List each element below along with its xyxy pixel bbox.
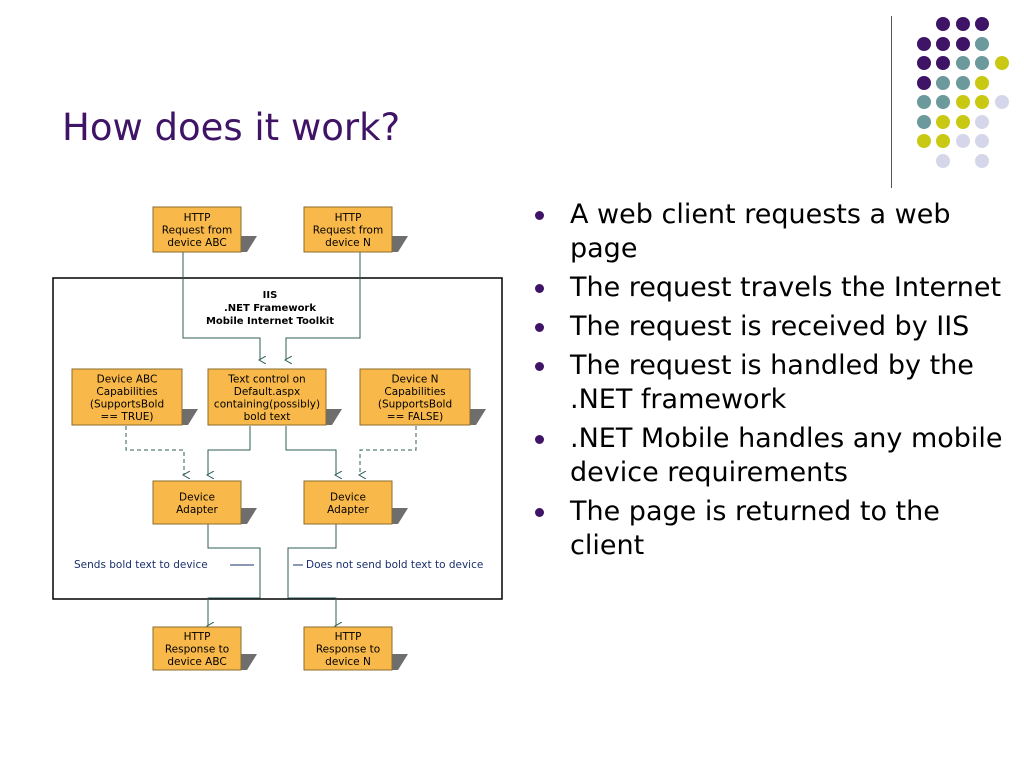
bullet-item: The request is received by IIS <box>530 310 1010 344</box>
bullet-item: The request is handled by the .NET frame… <box>530 349 1010 417</box>
decorative-dot <box>916 56 931 70</box>
text-control-box-text: Default.aspx <box>234 386 301 398</box>
device-adapter-right-box-text: Adapter <box>327 504 369 516</box>
bullet-dot-icon <box>535 435 544 444</box>
request-n-box-text: HTTP <box>335 212 362 224</box>
decorative-dot <box>916 75 931 90</box>
decorative-dot <box>955 134 970 148</box>
decorative-dot <box>975 36 989 51</box>
decorative-dot <box>936 153 950 168</box>
bullet-text: A web client requests a web page <box>570 199 951 264</box>
decorative-dot <box>936 114 950 129</box>
decorative-dot <box>994 95 1009 109</box>
decorative-dot <box>975 153 989 168</box>
iis-label-line-1: IIS <box>263 290 278 301</box>
decorative-dot <box>975 17 989 31</box>
request-n-box-text: Request from <box>313 225 383 237</box>
device-abc-capabilities-box-text: Capabilities <box>96 386 157 398</box>
bullet-dot-icon <box>535 323 544 332</box>
decorative-dot <box>916 134 931 148</box>
decorative-dot <box>916 114 931 129</box>
response-abc-box-text: HTTP <box>184 631 211 643</box>
bullet-text: The request is handled by the .NET frame… <box>570 350 974 415</box>
decorative-dot <box>975 114 989 129</box>
response-n-box-text: Response to <box>316 644 380 656</box>
decorative-dot <box>936 75 950 90</box>
response-abc-box-text: device ABC <box>167 656 226 668</box>
not-sends-bold-label: Does not send bold text to device <box>306 559 483 571</box>
bullet-item: The page is returned to the client <box>530 495 1010 563</box>
bullet-dot-icon <box>535 211 544 220</box>
decorative-dot <box>936 17 950 31</box>
device-n-capabilities-box-text: == FALSE) <box>387 411 443 423</box>
device-adapter-left-box-text: Adapter <box>176 504 218 516</box>
decorative-dot <box>936 36 950 51</box>
device-n-capabilities-box-text: (SupportsBold <box>378 398 452 410</box>
decorative-dot <box>916 95 931 109</box>
iis-label-line-2: .NET Framework <box>224 303 316 314</box>
device-n-capabilities-box-text: Capabilities <box>384 386 445 398</box>
response-n-box-text: device N <box>325 656 371 668</box>
decorative-dot-grid <box>900 10 1020 170</box>
response-abc-box-text: Response to <box>165 644 229 656</box>
bullet-item: A web client requests a web page <box>530 198 1010 266</box>
device-abc-capabilities-box-text: == TRUE) <box>100 411 153 423</box>
decorative-dot <box>975 95 989 109</box>
decorative-dot <box>975 56 989 70</box>
text-control-box-text: bold text <box>244 411 291 423</box>
request-n-box-text: device N <box>325 237 371 249</box>
bullet-text: The request travels the Internet <box>570 272 1002 303</box>
decorative-dot <box>994 56 1009 70</box>
decorative-vertical-line <box>891 16 892 188</box>
device-abc-capabilities-box-text: Device ABC <box>97 373 158 385</box>
bullet-text: The page is returned to the client <box>570 496 940 561</box>
bullet-item: .NET Mobile handles any mobile device re… <box>530 422 1010 490</box>
iis-label-line-3: Mobile Internet Toolkit <box>206 316 334 327</box>
request-abc-box-text: HTTP <box>184 212 211 224</box>
decorative-dot <box>936 95 950 109</box>
text-control-box-text: containing(possibly) <box>214 398 320 410</box>
bullet-text: The request is received by IIS <box>570 311 970 342</box>
request-abc-box-text: device ABC <box>167 237 226 249</box>
decorative-dot <box>955 75 970 90</box>
decorative-dot <box>955 36 970 51</box>
bullet-text: .NET Mobile handles any mobile device re… <box>570 423 1003 488</box>
decorative-dot <box>975 134 989 148</box>
iis-container <box>52 277 503 600</box>
bullet-dot-icon <box>535 508 544 517</box>
response-n-box-text: HTTP <box>335 631 362 643</box>
decorative-dot <box>955 17 970 31</box>
decorative-dot <box>975 75 989 90</box>
device-abc-capabilities-box-text: (SupportsBold <box>90 398 164 410</box>
decorative-dot <box>936 134 950 148</box>
bullet-dot-icon <box>535 362 544 371</box>
decorative-dot <box>936 56 950 70</box>
device-adapter-right-box-text: Device <box>330 491 366 503</box>
decorative-dot <box>916 36 931 51</box>
decorative-dot <box>955 114 970 129</box>
decorative-dot <box>955 56 970 70</box>
bullet-dot-icon <box>535 284 544 293</box>
request-abc-box-text: Request from <box>162 225 232 237</box>
device-adapter-left-box-text: Device <box>179 491 215 503</box>
bullet-item: The request travels the Internet <box>530 271 1010 305</box>
device-n-capabilities-box-text: Device N <box>391 373 438 385</box>
text-control-box: Text control onDefault.aspxcontaining(po… <box>207 368 342 426</box>
text-control-box-text: Text control on <box>227 373 305 385</box>
slide-title: How does it work? <box>62 106 401 149</box>
sends-bold-label: Sends bold text to device <box>74 559 208 571</box>
decorative-dot <box>955 95 970 109</box>
